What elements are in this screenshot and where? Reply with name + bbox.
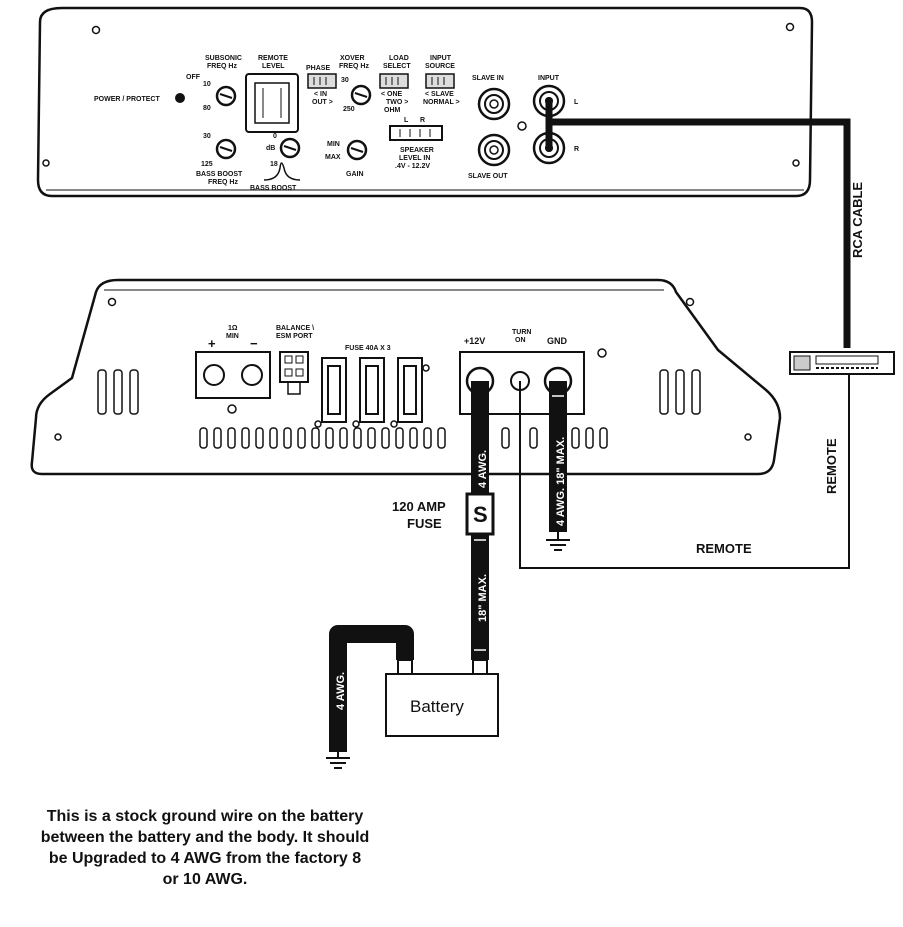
input-source-label: INPUT <box>430 55 452 62</box>
phase-out-label: OUT > <box>312 99 333 106</box>
battery-label: Battery <box>410 697 464 716</box>
xover-freq-label: FREQ Hz <box>339 63 369 70</box>
head-unit-icon <box>789 351 895 375</box>
power-max-label: 18" MAX. <box>477 574 489 622</box>
balance-label: BALANCE \ <box>276 325 314 332</box>
remote-level-label: REMOTE <box>258 55 288 62</box>
off-label: OFF <box>186 74 201 81</box>
speaker-voltage-label: .4V - 12.2V <box>395 163 430 170</box>
slave-in-label: SLAVE IN <box>472 75 504 82</box>
remote-level-label-2: LEVEL <box>262 63 285 70</box>
db-min-label: 0 <box>273 133 277 140</box>
input-r-label: R <box>574 146 579 153</box>
ground-symbol-icon <box>546 539 570 551</box>
power-protect-label: POWER / PROTECT <box>94 96 160 103</box>
battery-ground-wire <box>329 625 414 752</box>
fuse-label-line2: FUSE <box>407 516 442 531</box>
plus-12v-label: +12V <box>464 336 485 346</box>
rca-cable-label: RCA CABLE <box>850 182 865 258</box>
slave-in-jack[interactable] <box>477 87 511 121</box>
turn-on-label: TURN <box>512 329 531 336</box>
gnd-label: GND <box>547 336 568 346</box>
gain-label: GAIN <box>346 171 364 178</box>
rca-cable <box>545 101 851 348</box>
ohm-min-label: MIN <box>226 333 239 340</box>
ohm-label: 1Ω <box>228 325 238 332</box>
input-source-switch[interactable] <box>425 73 455 89</box>
fuse-label: FUSE 40A X 3 <box>345 345 391 352</box>
wiring: RCA CABLE REMOTE REMOTE 4 AWG. S 120 AMP… <box>326 97 895 769</box>
source-slave-label: < SLAVE <box>425 91 454 98</box>
load-label: LOAD <box>389 55 409 62</box>
esm-port-label: ESM PORT <box>276 333 313 340</box>
source-normal-label: NORMAL > <box>423 99 460 106</box>
power-wire-label: 4 AWG. <box>477 450 489 488</box>
load-ohm-label: OHM <box>384 107 401 114</box>
vent-slots-left <box>97 369 701 415</box>
fuse-label-line1: 120 AMP <box>392 499 446 514</box>
remote-vertical-label: REMOTE <box>824 438 839 494</box>
speaker-label: SPEAKER <box>400 147 434 154</box>
bass-boost-curve-icon <box>263 162 301 181</box>
battery-icon <box>385 673 499 737</box>
xover-max-label: 250 <box>343 106 355 113</box>
battery-ground-symbol-icon <box>326 757 350 769</box>
load-select-switch[interactable] <box>379 73 409 89</box>
power-led-icon <box>175 93 185 103</box>
subsonic-max-label: 80 <box>203 105 211 112</box>
minus-label: − <box>250 336 258 351</box>
ground-wire-note: This is a stock ground wire on the batte… <box>40 808 370 888</box>
bass-boost-label: BASS BOOST <box>250 185 297 192</box>
phase-switch[interactable] <box>307 73 337 89</box>
speaker-level-connector[interactable] <box>389 125 443 141</box>
remote-level-port[interactable] <box>245 73 299 133</box>
speaker-r-label: R <box>420 117 425 124</box>
load-two-label: TWO > <box>386 99 408 106</box>
amp-fuses <box>321 357 423 423</box>
slave-out-label: SLAVE OUT <box>468 173 508 180</box>
gain-min-label: MIN <box>327 141 340 148</box>
bass-boost-min-label: 30 <box>203 133 211 140</box>
phase-label: PHASE <box>306 65 330 72</box>
turn-on-label-2: ON <box>515 337 526 344</box>
amplifier-top-panel: POWER / PROTECT OFF SUBSONIC FREQ Hz 10 … <box>36 6 814 198</box>
vent-slots-bottom <box>199 427 608 449</box>
slave-out-jack[interactable] <box>477 133 511 167</box>
balance-esm-port[interactable] <box>279 351 309 383</box>
subsonic-freq-label: FREQ Hz <box>207 63 237 70</box>
speaker-terminal-negative[interactable] <box>241 364 263 386</box>
db-max-label: 18 <box>270 161 278 168</box>
bass-boost-freq-label: BASS BOOST <box>196 171 243 178</box>
ground-wire-label: 4 AWG. 18" MAX. <box>555 437 567 526</box>
xover-label: XOVER <box>340 55 365 62</box>
speaker-level-label: LEVEL IN <box>399 155 430 162</box>
plus-label: + <box>208 336 216 351</box>
input-source-label-2: SOURCE <box>425 63 455 70</box>
load-select-label: SELECT <box>383 63 411 70</box>
xover-min-label: 30 <box>341 77 349 84</box>
gain-max-label: MAX <box>325 154 341 161</box>
battery-ground-label: 4 AWG. <box>335 672 347 710</box>
bass-boost-freq-unit-label: FREQ Hz <box>208 179 238 186</box>
load-one-label: < ONE <box>381 91 403 98</box>
remote-horizontal-label: REMOTE <box>696 541 752 556</box>
subsonic-min-label: 10 <box>203 81 211 88</box>
speaker-l-label: L <box>404 117 409 124</box>
input-l-label: L <box>574 99 579 106</box>
speaker-terminal-positive[interactable] <box>203 364 225 386</box>
fuse-symbol: S <box>473 502 488 527</box>
db-label: dB <box>266 145 275 152</box>
input-label: INPUT <box>538 75 560 82</box>
speaker-terminal-block[interactable] <box>195 351 271 399</box>
phase-in-label: < IN <box>314 91 327 98</box>
amplifier-bottom-panel: 1Ω MIN + − BALANCE \ ESM PORT FUSE 40A X… <box>30 278 782 476</box>
remote-wire <box>519 374 850 569</box>
subsonic-label: SUBSONIC <box>205 55 242 62</box>
bass-boost-max-label: 125 <box>201 161 213 168</box>
